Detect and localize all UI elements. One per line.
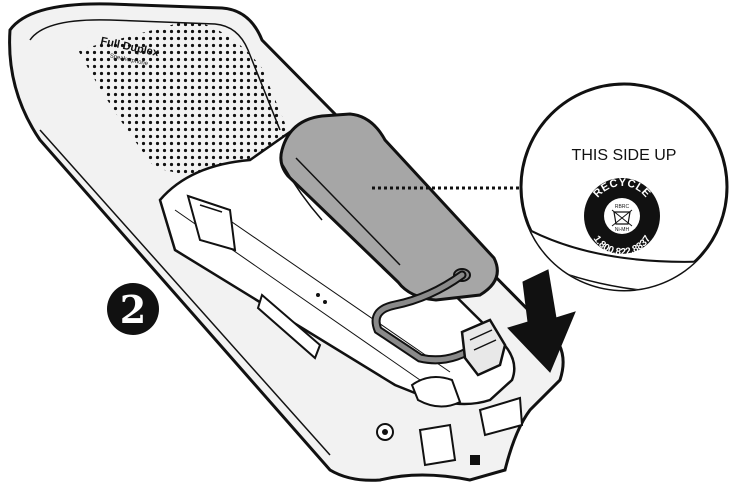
battery-connector — [460, 318, 507, 377]
speaker-grille — [78, 20, 292, 178]
step-number-circle-icon: 2 — [107, 283, 159, 335]
callout-heading: THIS SIDE UP — [572, 147, 677, 164]
seal-inner-top: RBRC — [615, 204, 630, 210]
battery-compartment — [158, 130, 524, 467]
battery-pack — [279, 112, 499, 302]
battery-wire — [371, 270, 483, 365]
insert-down-arrow-icon — [507, 269, 576, 373]
seal-inner-bottom: Ni-MH — [615, 227, 630, 233]
step-number: 2 — [120, 287, 146, 332]
rbrc-recycle-seal-icon: RECYCLE 1.800.822.8837 RBRC Ni-MH — [584, 177, 660, 258]
